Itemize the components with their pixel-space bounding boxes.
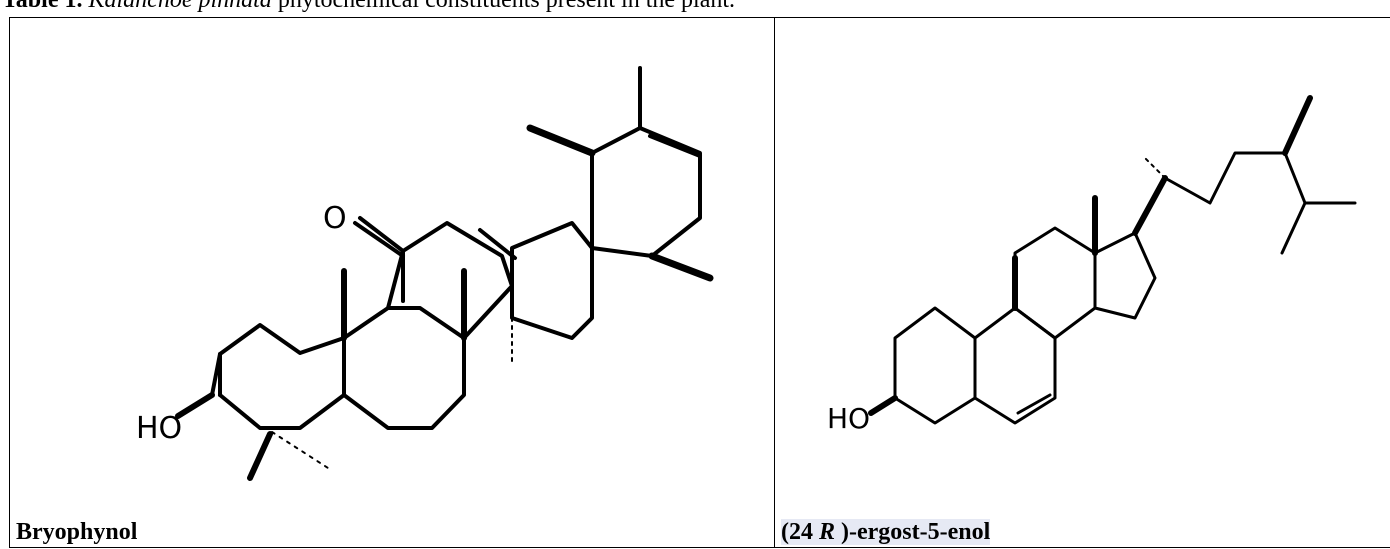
compound-cell-bryophynol: O HO Bryophynol xyxy=(10,18,775,548)
table-caption: Table 1. Kalanchoe pinnata phytochemical… xyxy=(2,0,735,13)
hydroxyl-label: HO xyxy=(136,411,182,446)
ergostenol-structure: HO xyxy=(775,18,1390,549)
caption-label: Table 1. xyxy=(2,0,82,13)
compound-table: O HO Bryophynol xyxy=(9,17,1390,548)
hydroxyl-label-ergostenol: HO xyxy=(827,402,870,435)
oxygen-label: O xyxy=(323,201,347,236)
name-prefix: (24 xyxy=(781,519,819,545)
caption-text: phytochemical constituents present in th… xyxy=(272,0,735,13)
name-stereo: R xyxy=(819,519,835,545)
compound-name-ergostenol: (24 R )-ergost-5-enol xyxy=(781,517,990,547)
compound-cell-ergostenol: HO (24 R )-ergost-5-enol xyxy=(775,18,1390,548)
caption-species: Kalanchoe pinnata xyxy=(88,0,271,13)
bryophynol-structure: O HO xyxy=(10,18,774,549)
name-suffix: )-ergost-5-enol xyxy=(835,519,990,545)
compound-name-bryophynol: Bryophynol xyxy=(16,517,137,547)
